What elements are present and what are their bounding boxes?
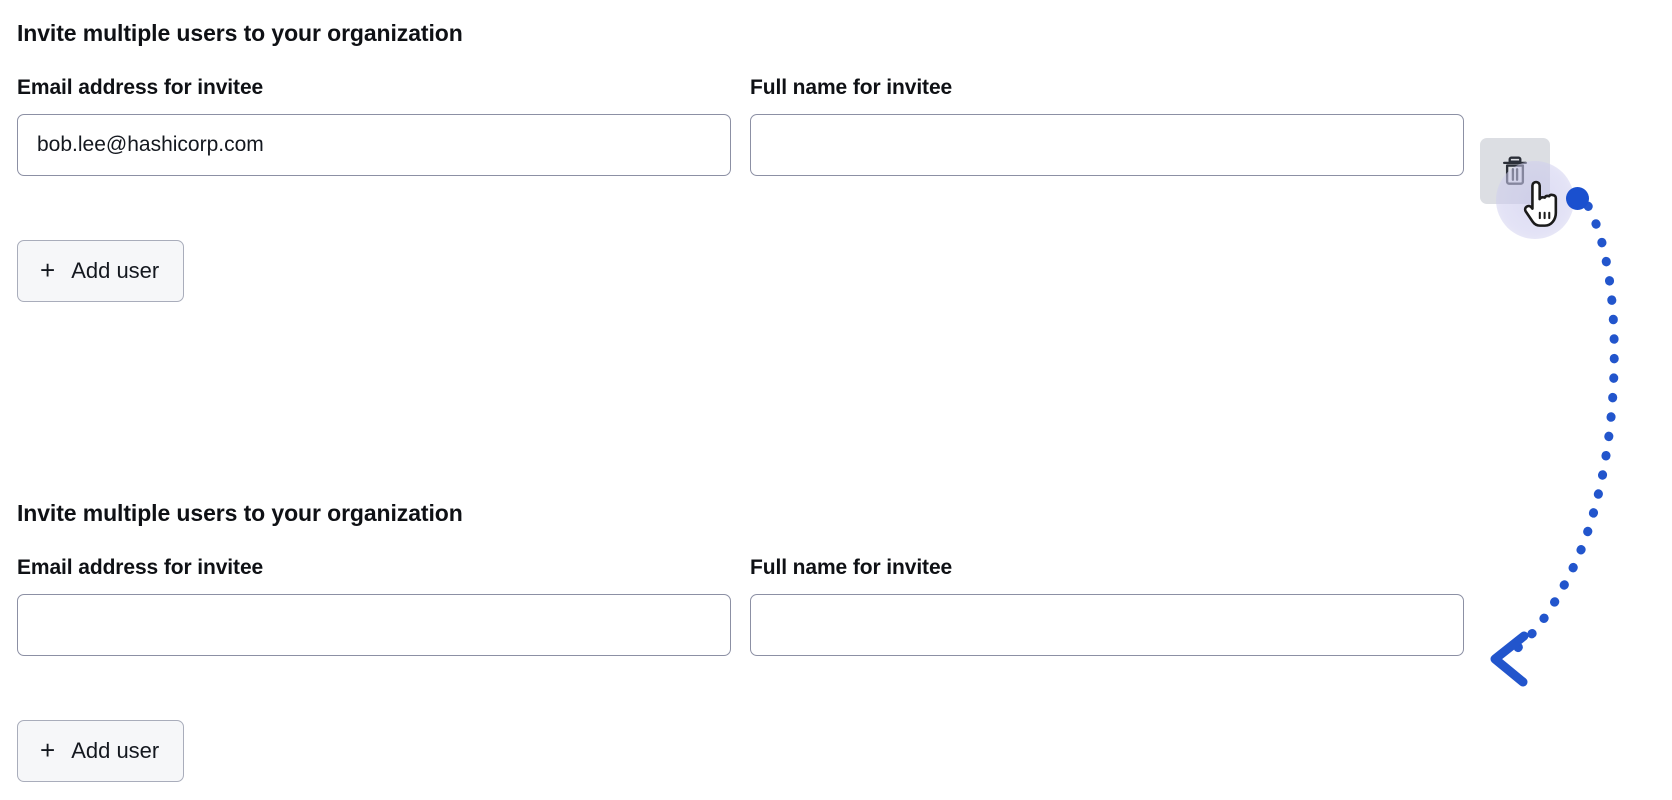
plus-icon-2: +	[40, 735, 56, 765]
email-input-2[interactable]	[17, 594, 731, 656]
invite-row-1: Email address for invitee Full name for …	[0, 76, 1672, 176]
click-marker-dot	[1566, 187, 1589, 210]
plus-icon: +	[40, 255, 56, 285]
trash-icon	[1500, 155, 1530, 187]
invite-row-2: Email address for invitee Full name for …	[0, 556, 1672, 656]
email-field-label-2: Email address for invitee	[17, 556, 264, 579]
name-field-group-1: Full name for invitee	[750, 76, 1464, 176]
email-field-group-1: Email address for invitee	[17, 76, 731, 176]
add-user-button-2[interactable]: + Add user	[17, 720, 185, 782]
name-field-group-2: Full name for invitee	[750, 556, 1464, 656]
add-user-button-label: Add user	[71, 258, 160, 283]
delete-invitee-button[interactable]	[1480, 138, 1550, 204]
full-name-input[interactable]	[750, 114, 1464, 176]
email-field-label: Email address for invitee	[17, 76, 264, 99]
full-name-field-label: Full name for invitee	[750, 76, 953, 99]
full-name-input-2[interactable]	[750, 594, 1464, 656]
page-title: Invite multiple users to your organizati…	[17, 20, 463, 46]
email-field-group-2: Email address for invitee	[17, 556, 731, 656]
full-name-field-label-2: Full name for invitee	[750, 556, 953, 579]
add-user-button[interactable]: + Add user	[17, 240, 185, 302]
add-user-button-label-2: Add user	[71, 738, 160, 763]
email-input[interactable]	[17, 114, 731, 176]
page-title-2: Invite multiple users to your organizati…	[17, 500, 463, 526]
